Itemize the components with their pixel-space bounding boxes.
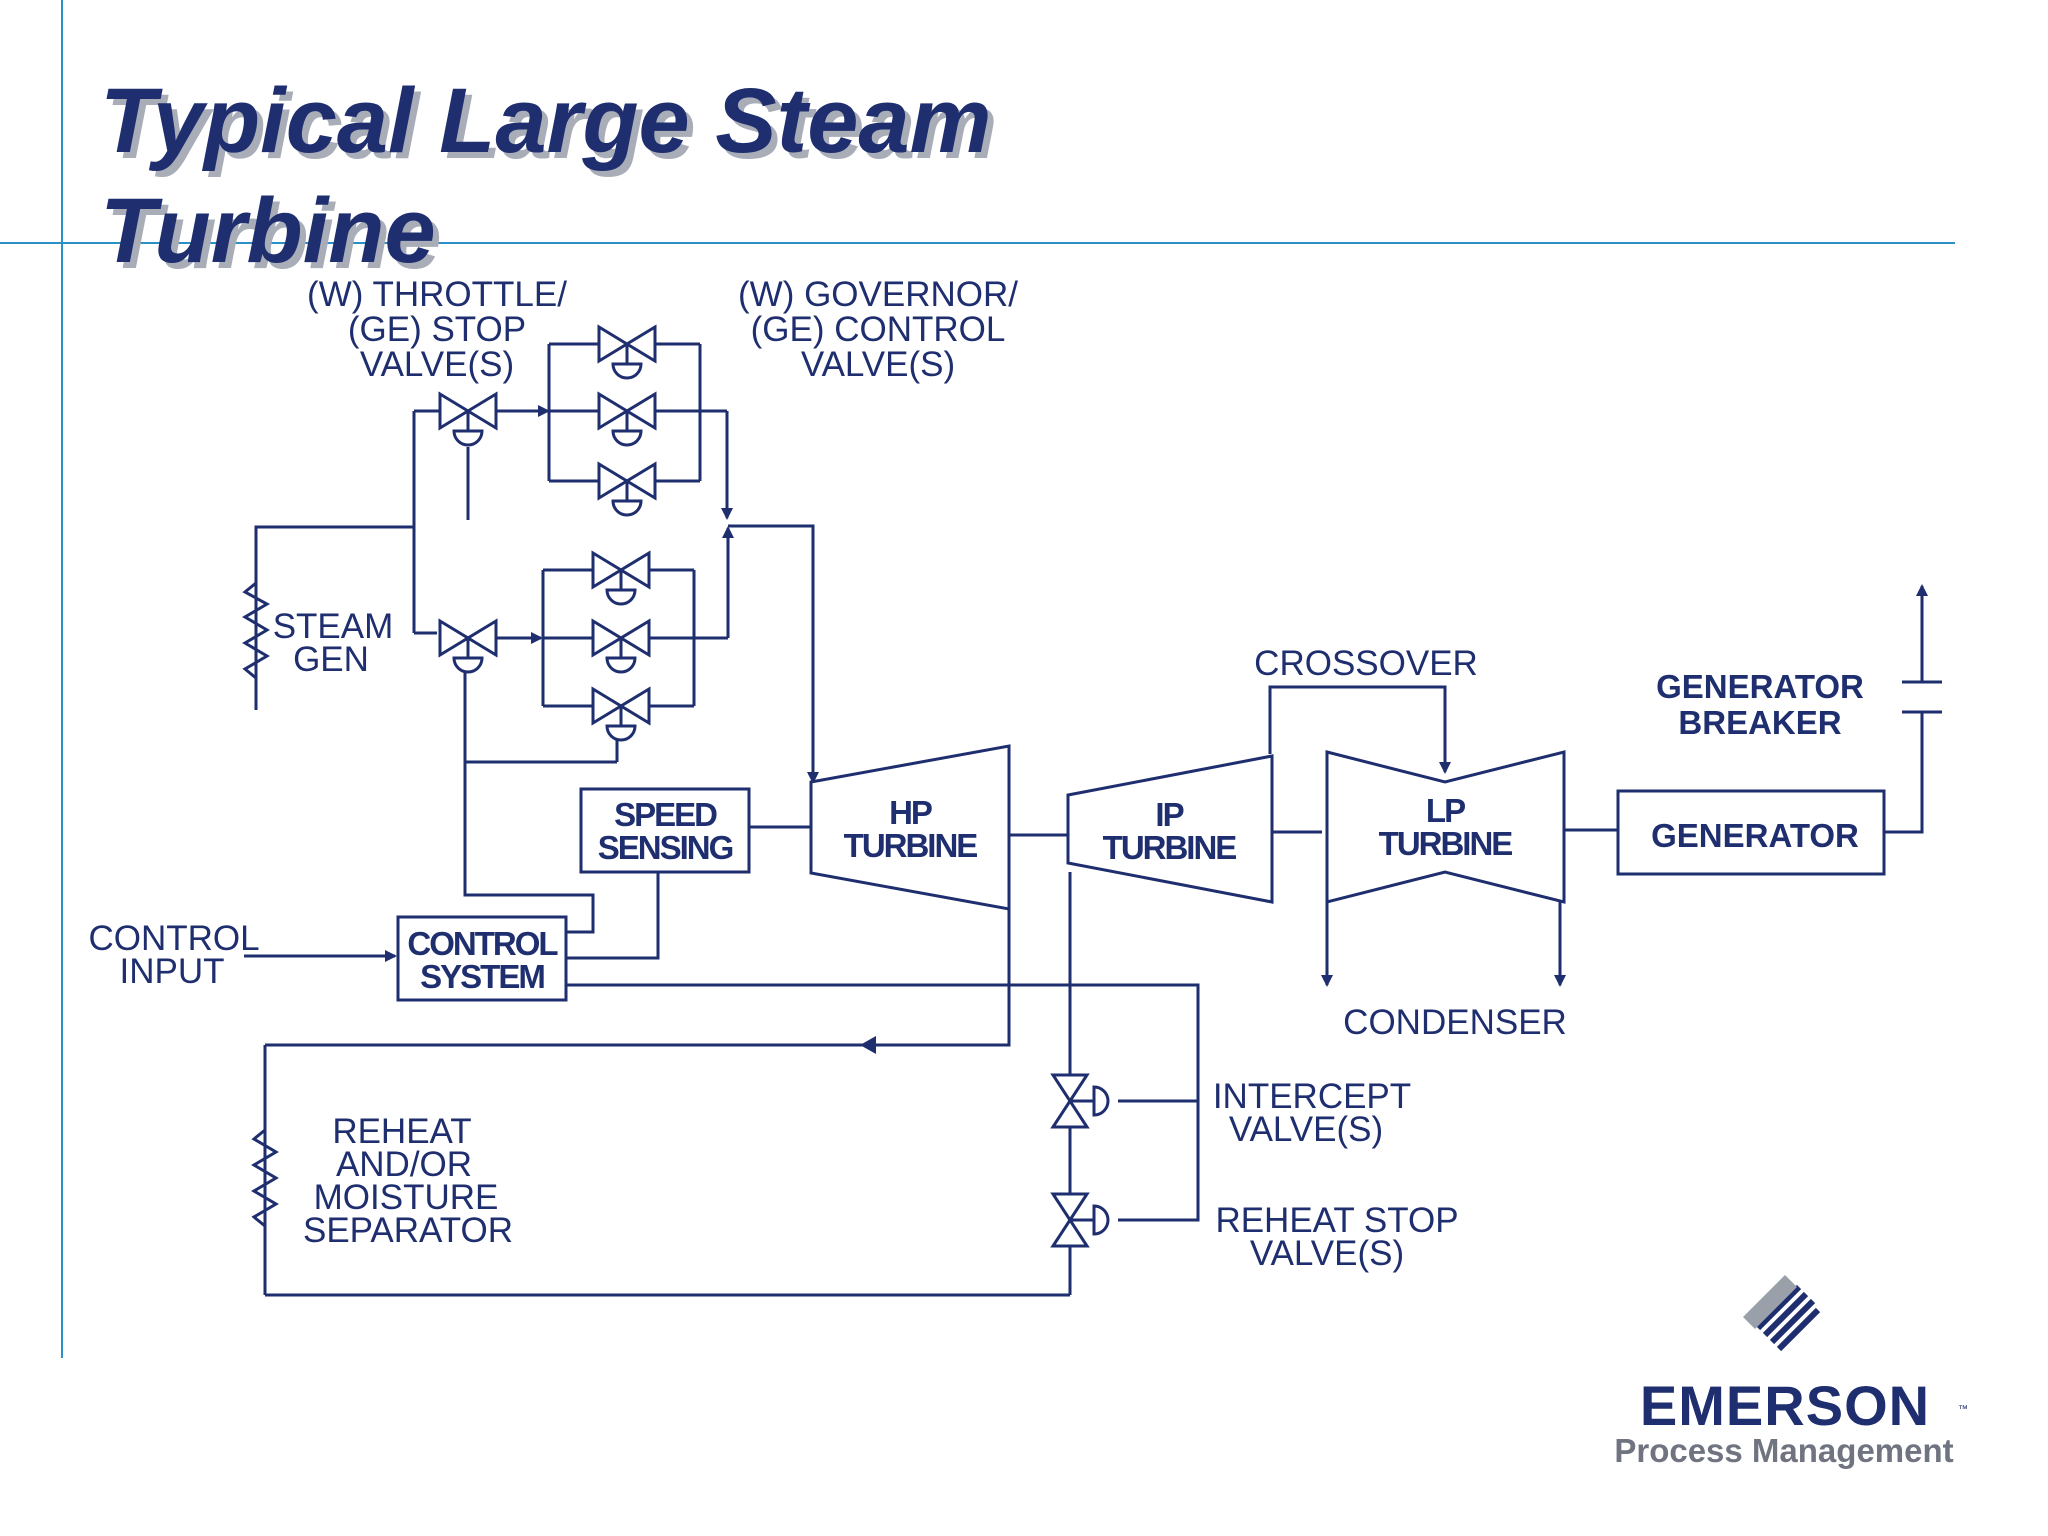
hp-turbine-label-2: TURBINE — [844, 827, 978, 864]
lp-turbine-label-2: TURBINE — [1379, 825, 1513, 862]
emerson-logo: EMERSON ™ Process Management — [1614, 1275, 1968, 1469]
ip-turbine-shape — [1066, 754, 1274, 904]
reheat-separator-label: REHEAT AND/OR MOISTURE SEPARATOR — [303, 1112, 513, 1250]
reheat-separator-symbol — [251, 1128, 279, 1228]
control-system-label-2: SYSTEM — [420, 958, 544, 995]
hp-turbine-shape — [809, 744, 1011, 911]
emerson-diamond-icon — [1743, 1275, 1821, 1352]
throttle-label-3: VALVE(S) — [360, 345, 514, 384]
steam-gen-label-2: GEN — [293, 640, 369, 679]
hp-turbine-label-1: HP — [889, 794, 932, 831]
reheat-label-1: REHEAT — [332, 1112, 471, 1151]
steam-gen-label: STEAM GEN — [273, 607, 394, 679]
crossover-label: CROSSOVER — [1254, 644, 1478, 683]
intercept-valve-label: INTERCEPT VALVE(S) — [1213, 1077, 1411, 1149]
generator-breaker-label-2: BREAKER — [1678, 704, 1841, 741]
governor-valve-icon — [597, 392, 657, 447]
speed-sensing-label-1: SPEED — [614, 796, 717, 833]
page-title: Typical Large Steam Turbine Typical Larg… — [100, 70, 997, 288]
steam-gen-symbol — [242, 581, 271, 680]
emerson-subtitle-text: Process Management — [1614, 1432, 1953, 1469]
intercept-label-1: INTERCEPT — [1213, 1077, 1411, 1116]
title-shadow-line2: Turbine — [106, 186, 442, 288]
lp-turbine-label-1: LP — [1426, 792, 1465, 829]
governor-valve-icon — [591, 551, 651, 606]
reheat-stop-valve-label: REHEAT STOP VALVE(S) — [1215, 1201, 1458, 1273]
throttle-stop-valve-upper-icon — [438, 392, 498, 447]
speed-sensing-box — [579, 787, 751, 874]
governor-label-3: VALVE(S) — [801, 345, 955, 384]
reheat-stop-label-1: REHEAT STOP — [1215, 1201, 1458, 1240]
throttle-valve-label: (W) THROTTLE/ (GE) STOP VALVE(S) — [307, 275, 567, 384]
governor-label-1: (W) GOVERNOR/ — [738, 275, 1018, 314]
title-line1: Typical Large Steam — [100, 70, 991, 172]
lp-turbine-shape — [1325, 750, 1566, 904]
speed-sensing-label-2: SENSING — [598, 829, 733, 866]
piping — [244, 342, 1942, 1297]
title-shadow-line1: Typical Large Steam — [106, 76, 997, 178]
reheat-stop-valve-icon — [1051, 1192, 1110, 1248]
control-input-label-2: INPUT — [120, 952, 225, 991]
reheat-label-3: MOISTURE — [314, 1178, 499, 1217]
throttle-stop-valve-lower-icon — [438, 619, 498, 674]
throttle-label-1: (W) THROTTLE/ — [307, 275, 567, 314]
control-system-box — [396, 915, 568, 1002]
intercept-label-2: VALVE(S) — [1229, 1110, 1383, 1149]
ip-turbine-label-1: IP — [1155, 796, 1183, 833]
generator-breaker-label: GENERATOR BREAKER — [1656, 668, 1864, 741]
governor-valve-icon — [591, 619, 651, 674]
reheat-label-2: AND/OR — [336, 1145, 472, 1184]
governor-valve-icon — [591, 687, 651, 742]
generator-label: GENERATOR — [1651, 817, 1859, 854]
steam-gen-label-1: STEAM — [273, 607, 394, 646]
emerson-brand-text: EMERSON — [1640, 1374, 1930, 1437]
generator-box — [1616, 789, 1886, 876]
reheat-label-4: SEPARATOR — [303, 1211, 513, 1250]
title-line2: Turbine — [100, 180, 436, 282]
trademark-mark: ™ — [1958, 1404, 1968, 1415]
governor-valve-icon — [597, 462, 657, 517]
reheat-stop-label-2: VALVE(S) — [1250, 1234, 1404, 1273]
ip-turbine-label-2: TURBINE — [1103, 829, 1237, 866]
governor-valve-icon — [597, 325, 657, 380]
condenser-label: CONDENSER — [1343, 1003, 1567, 1042]
intercept-valve-icon — [1051, 1073, 1110, 1129]
control-system-label-1: CONTROL — [407, 925, 558, 962]
governor-valve-label: (W) GOVERNOR/ (GE) CONTROL VALVE(S) — [738, 275, 1018, 384]
governor-label-2: (GE) CONTROL — [751, 310, 1006, 349]
generator-breaker-label-1: GENERATOR — [1656, 668, 1864, 705]
throttle-label-2: (GE) STOP — [348, 310, 526, 349]
control-input-label-1: CONTROL — [88, 919, 259, 958]
control-input-label: CONTROL INPUT — [88, 919, 259, 991]
